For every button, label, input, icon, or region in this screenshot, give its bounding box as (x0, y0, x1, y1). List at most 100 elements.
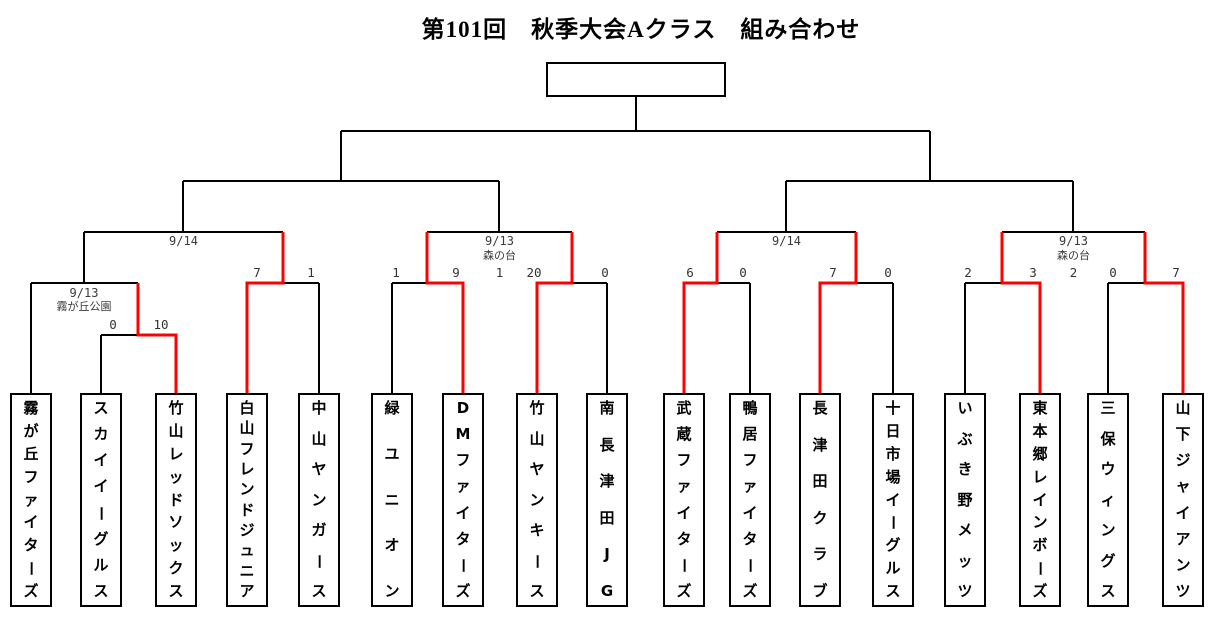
team-name-char: ン (311, 490, 327, 509)
team-name-char: 市 (885, 444, 901, 463)
team-name-char: イ (885, 490, 901, 509)
team-name-char: 緑 (384, 399, 400, 417)
team-name-char: レ (239, 459, 255, 478)
team-name-char: 蔵 (676, 425, 692, 444)
team-name-char: ソ (168, 513, 184, 532)
team-name-char: オ (384, 536, 400, 555)
score-label: 6 (686, 265, 694, 280)
team-name-char: ズ (1032, 582, 1048, 600)
team-name-char: ス (311, 582, 327, 600)
team-name-char: タ (23, 536, 39, 555)
winner-path (136, 283, 178, 393)
score-label: 7 (253, 265, 261, 280)
qf-field-number-label: 1 (495, 265, 504, 280)
team-name-char: ク (168, 559, 184, 578)
team-name-char: フ (455, 451, 471, 470)
team-box: 竹山ヤンキース (516, 393, 558, 607)
team-name-char: レ (1032, 467, 1048, 486)
team-box: 白山フレンドジュニア (226, 393, 268, 607)
team-name-char: き (957, 460, 973, 478)
team-name-char: ツ (1175, 581, 1191, 600)
team-name-char: 三 (1100, 399, 1116, 417)
team-name-char: ル (93, 555, 109, 574)
team-name-char: 十 (885, 399, 901, 417)
team-name-char: 山 (239, 419, 255, 438)
page-title: 第101回 秋季大会Aクラス 組み合わせ (421, 17, 861, 42)
team-name-char: ン (1032, 513, 1048, 532)
team-name-char: ウ (1100, 460, 1116, 478)
team-name-char: ァ (676, 477, 692, 496)
team-name-char: ー (92, 505, 111, 521)
team-name-char: ズ (455, 581, 471, 600)
team-name-char: ズ (676, 581, 692, 600)
team-box: 長津田クラブ (799, 393, 841, 607)
team-box: 武蔵ファイターズ (663, 393, 705, 607)
team-name-char: ー (1031, 561, 1050, 577)
team-name-char: ラ (812, 545, 828, 564)
team-box: 山下ジャイアンツ (1162, 393, 1204, 607)
team-name-char: フ (23, 467, 39, 486)
team-name-char: タ (676, 529, 692, 548)
team-name-char: キ (529, 521, 545, 539)
team-name-char: ツ (957, 582, 973, 600)
team-box: 東本郷レインボーズ (1019, 393, 1061, 607)
team-name-char: ル (885, 559, 901, 578)
team-name-char: ジ (1175, 451, 1191, 470)
team-name-char: ニ (384, 490, 400, 509)
team-name-char: ァ (742, 477, 758, 496)
team-name-char: ァ (23, 490, 39, 509)
team-name-char: ー (675, 557, 694, 573)
team-name-char: ン (384, 582, 400, 600)
team-name-char: 居 (742, 425, 758, 444)
team-name-char: イ (23, 513, 39, 532)
team-name-char: 山 (311, 429, 327, 448)
team-name-char: イ (742, 503, 758, 522)
team-name-char: 日 (885, 421, 901, 440)
team-name-char: タ (455, 529, 471, 548)
team-name-char: ア (1175, 529, 1191, 548)
team-name-char: ン (529, 490, 545, 509)
team-name-char: 鴨 (742, 399, 758, 417)
team-box: 緑ユニオン (371, 393, 413, 607)
winner-path (245, 232, 285, 393)
score-label: 9 (452, 265, 460, 280)
team-name-char: ッ (957, 551, 973, 570)
score-label: 0 (109, 317, 117, 332)
qf-venue-label: 森の台 (483, 249, 516, 262)
team-name-char: ス (168, 582, 184, 600)
qf-venue-label: 森の台 (1057, 249, 1090, 262)
team-name-char: ィ (1100, 490, 1116, 509)
team-name-char: ド (239, 500, 255, 519)
score-label: 0 (739, 265, 747, 280)
team-name-char: ー (528, 553, 547, 569)
team-name-char: グ (1100, 551, 1116, 570)
team-box: いぶき野メッツ (944, 393, 986, 607)
score-label: 7 (1172, 265, 1180, 280)
team-name-char: ー (741, 557, 760, 573)
score-label: 0 (1109, 265, 1117, 280)
qf-date-label: 9/14 (169, 234, 198, 248)
team-name-char: ブ (812, 581, 828, 600)
score-label: 0 (884, 265, 892, 280)
team-name-char: イ (1032, 490, 1048, 509)
team-box: 竹山レッドソックス (155, 393, 197, 607)
team-name-char: 田 (599, 508, 615, 527)
team-name-char: 本 (1032, 421, 1048, 440)
team-name-char: フ (239, 439, 255, 458)
team-name-char: M (455, 425, 471, 444)
team-name-char: 保 (1100, 429, 1116, 448)
score-label: 10 (153, 317, 169, 332)
team-name-char: ス (1100, 582, 1116, 600)
team-name-char: フ (676, 451, 692, 470)
team-name-char: ス (885, 582, 901, 600)
team-name-char: レ (168, 444, 184, 463)
team-name-char: ー (310, 553, 329, 569)
team-name-char: ン (1100, 521, 1116, 539)
score-label: 0 (601, 265, 609, 280)
team-name-char: ス (529, 582, 545, 600)
qf-date-label: 9/13 (485, 234, 514, 248)
team-name-char: 下 (1175, 425, 1191, 444)
team-name-char: 郷 (1032, 444, 1048, 463)
team-name-char: ヤ (529, 460, 545, 478)
